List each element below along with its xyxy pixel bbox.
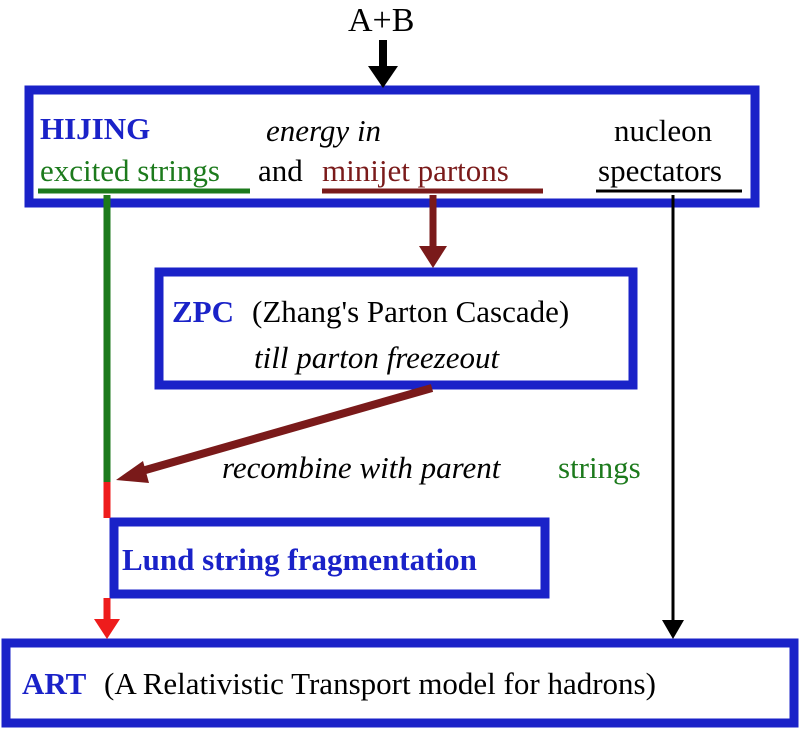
- recombine-arrow-head: [116, 461, 149, 483]
- recombine-strings-label: strings: [558, 450, 641, 485]
- lund-box: [109, 517, 550, 599]
- and-label: and: [258, 153, 303, 188]
- art-box: [1, 638, 799, 728]
- spectators-label: spectators: [598, 153, 722, 188]
- recombine-arrow-shaft: [140, 384, 434, 475]
- zpc-box: [154, 267, 638, 390]
- input-label: A+B: [348, 2, 415, 39]
- hijing-box: [24, 85, 760, 208]
- hijing-title: HIJING: [40, 111, 151, 146]
- zpc-title: ZPC: [172, 294, 234, 329]
- art-title: ART: [22, 666, 87, 701]
- partons-to-zpc-head: [419, 246, 447, 268]
- recombine-label: recombine with parent: [222, 450, 501, 485]
- hadron-path-arrowhead: [94, 619, 120, 639]
- excited-strings-label: excited strings: [40, 153, 220, 188]
- zpc-full-name: (Zhang's Parton Cascade): [252, 294, 570, 329]
- spectators-arrowhead: [662, 620, 684, 639]
- lund-title: Lund string fragmentation: [122, 542, 477, 577]
- art-full-name: (A Relativistic Transport model for hadr…: [104, 666, 656, 701]
- input-arrow-head: [368, 66, 398, 88]
- zpc-stage-label: till parton freezeout: [254, 340, 500, 375]
- nucleon-label: nucleon: [614, 113, 713, 148]
- energy-in-label: energy in: [266, 113, 382, 148]
- minijet-partons-label: minijet partons: [322, 153, 509, 188]
